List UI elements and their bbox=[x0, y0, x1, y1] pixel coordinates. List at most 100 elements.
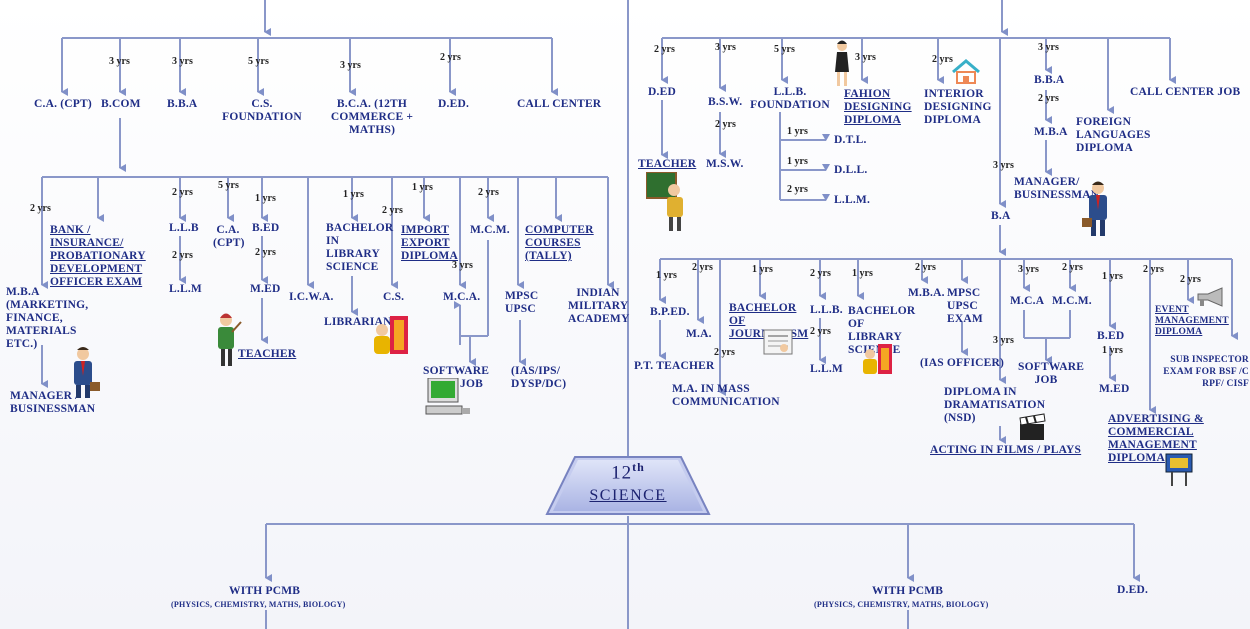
duration: 2 yrs bbox=[440, 52, 461, 63]
diploma-dramatisation: DIPLOMA IN DRAMATISATION (NSD) bbox=[944, 386, 1046, 424]
manager-right: MANAGER/ BUSINESSMAN bbox=[1014, 176, 1100, 201]
llb-foundation: L.L.B. FOUNDATION bbox=[750, 86, 830, 111]
bank-exam: BANK / INSURANCE/ PROBATIONARY DEVELOPME… bbox=[50, 224, 146, 288]
duration: 3 yrs bbox=[340, 60, 361, 71]
advertising-diploma: ADVERTISING & COMMERCIAL MANAGEMENT DIPL… bbox=[1108, 413, 1204, 464]
pt-teacher: P.T. TEACHER bbox=[634, 360, 715, 372]
ded-bottom: D.ED. bbox=[1117, 584, 1149, 596]
ma-mass-communication: M.A. IN MASS COMMUNICATION bbox=[672, 383, 780, 408]
duration: 3 yrs bbox=[993, 160, 1014, 171]
duration: 1 yrs bbox=[1102, 271, 1123, 282]
duration: 3 yrs bbox=[1038, 42, 1059, 53]
house-icon bbox=[952, 59, 980, 84]
duration: 3 yrs bbox=[1018, 264, 1039, 275]
fashion-model-icon bbox=[835, 40, 849, 86]
duration: 1 yrs bbox=[752, 264, 773, 275]
library-icon bbox=[863, 344, 892, 374]
ca-cpt-2: C.A. (CPT) bbox=[213, 224, 245, 249]
stream-label: SCIENCE bbox=[589, 487, 667, 504]
ma: M.A. bbox=[686, 328, 712, 340]
newspaper-icon bbox=[763, 329, 793, 355]
ba: B.A bbox=[991, 210, 1011, 222]
acting-films: ACTING IN FILMS / PLAYS bbox=[930, 444, 1082, 456]
librarian: LIBRARIAN bbox=[324, 316, 392, 328]
bachelor-library-left: BACHELOR IN LIBRARY SCIENCE bbox=[326, 222, 394, 273]
bba-right: B.B.A bbox=[1034, 74, 1065, 86]
fashion-designing: FAHION DESIGNING DIPLOMA bbox=[844, 88, 912, 126]
grade-number: 12 bbox=[611, 462, 633, 484]
mca-left: M.C.A. bbox=[443, 291, 481, 303]
call-center-left: CALL CENTER bbox=[517, 98, 602, 110]
ias-left: (IAS/IPS/ DYSP/DC) bbox=[511, 365, 567, 390]
icwa: I.C.W.A. bbox=[289, 291, 334, 303]
duration: 2 yrs bbox=[382, 205, 403, 216]
duration: 1 yrs bbox=[1102, 345, 1123, 356]
businessman-icon bbox=[1082, 181, 1107, 236]
duration: 2 yrs bbox=[787, 184, 808, 195]
dll: D.L.L. bbox=[834, 164, 868, 176]
duration: 2 yrs bbox=[172, 250, 193, 261]
duration: 2 yrs bbox=[932, 54, 953, 65]
teacher-board-icon bbox=[646, 172, 683, 231]
duration: 2 yrs bbox=[714, 347, 735, 358]
with-pcmb-2: WITH PCMB bbox=[872, 585, 944, 597]
duration: 2 yrs bbox=[915, 262, 936, 273]
manager-left: MANAGER / BUSINESSMAN bbox=[10, 390, 96, 415]
grade-suffix: th bbox=[632, 460, 645, 474]
software-job-left: SOFTWARE JOB bbox=[423, 365, 490, 390]
mba-right: M.B.A bbox=[1034, 126, 1068, 138]
mcm-right: M.C.M. bbox=[1052, 295, 1092, 307]
duration: 3 yrs bbox=[109, 56, 130, 67]
duration: 2 yrs bbox=[30, 203, 51, 214]
computer-icon bbox=[425, 378, 470, 415]
med-right: M.ED bbox=[1099, 383, 1130, 395]
duration: 3 yrs bbox=[855, 52, 876, 63]
duration: 5 yrs bbox=[774, 44, 795, 55]
llb-right: L.L.B. bbox=[810, 304, 843, 316]
bped: B.P.ED. bbox=[650, 306, 690, 318]
duration: 2 yrs bbox=[715, 119, 736, 130]
duration: 1 yrs bbox=[852, 268, 873, 279]
teacher-right: TEACHER bbox=[638, 158, 697, 170]
computer-courses: COMPUTER COURSES (TALLY) bbox=[525, 224, 594, 262]
duration: 3 yrs bbox=[993, 335, 1014, 346]
mcm-left: M.C.M. bbox=[470, 224, 510, 236]
foreign-languages: FOREIGN LANGUAGES DIPLOMA bbox=[1076, 116, 1151, 154]
duration: 2 yrs bbox=[1062, 262, 1083, 273]
llb-left: L.L.B bbox=[169, 222, 199, 234]
import-export: IMPORT EXPORT DIPLOMA bbox=[401, 224, 458, 262]
megaphone-icon bbox=[1197, 287, 1223, 307]
bsw: B.S.W. bbox=[708, 96, 743, 108]
duration: 2 yrs bbox=[478, 187, 499, 198]
mca-right: M.C.A bbox=[1010, 295, 1045, 307]
duration: 2 yrs bbox=[172, 187, 193, 198]
duration: 5 yrs bbox=[248, 56, 269, 67]
duration: 1 yrs bbox=[787, 126, 808, 137]
bcom: B.COM bbox=[101, 98, 141, 110]
duration: 2 yrs bbox=[1143, 264, 1164, 275]
pcmb-subjects-2: (PHYSICS, CHEMISTRY, MATHS, BIOLOGY) bbox=[814, 600, 989, 609]
llm-right-2: L.L.M bbox=[810, 363, 843, 375]
sub-inspector-exam: SUB INSPECTOR EXAM FOR BSF /C RPF/ CISF bbox=[1163, 355, 1249, 389]
duration: 2 yrs bbox=[654, 44, 675, 55]
mpsc-upsc-left: MPSC UPSC bbox=[505, 290, 539, 315]
bed-right: B.ED bbox=[1097, 330, 1125, 342]
duration: 2 yrs bbox=[810, 268, 831, 279]
duration: 3 yrs bbox=[715, 42, 736, 53]
ded-right: D.ED bbox=[648, 86, 676, 98]
duration: 1 yrs bbox=[656, 270, 677, 281]
clapperboard-icon bbox=[1019, 413, 1046, 440]
duration: 1 yrs bbox=[412, 182, 433, 193]
bba: B.B.A bbox=[167, 98, 198, 110]
duration: 3 yrs bbox=[452, 260, 473, 271]
duration: 1 yrs bbox=[787, 156, 808, 167]
duration: 1 yrs bbox=[343, 189, 364, 200]
pcmb-subjects-1: (PHYSICS, CHEMISTRY, MATHS, BIOLOGY) bbox=[171, 600, 346, 609]
event-management: EVENT MANAGEMENT DIPLOMA bbox=[1155, 305, 1229, 337]
duration: 1 yrs bbox=[255, 193, 276, 204]
llm-left: L.L.M bbox=[169, 283, 202, 295]
military-academy: INDIAN MILITARY ACADEMY bbox=[568, 287, 630, 325]
duration: 5 yrs bbox=[218, 180, 239, 191]
ca-cpt: C.A. (CPT) bbox=[34, 98, 92, 110]
